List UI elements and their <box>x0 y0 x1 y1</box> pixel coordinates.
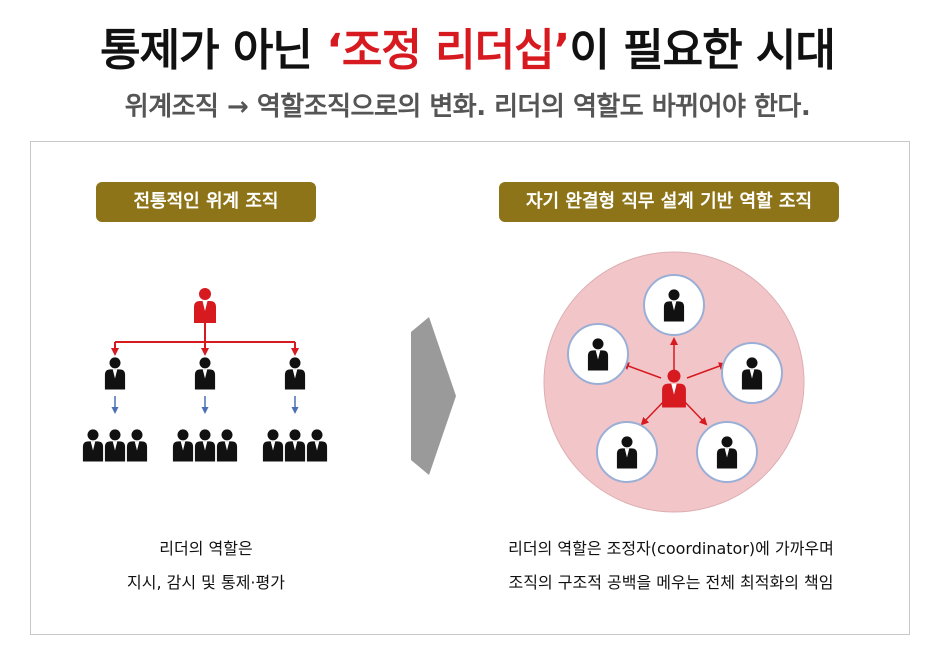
title-prefix: 통제가 아닌 <box>100 25 327 76</box>
member-node <box>643 274 705 336</box>
title-highlight: ‘조정 리더십’ <box>326 25 570 76</box>
role-organization <box>543 251 805 513</box>
member-node <box>721 342 783 404</box>
staff-group <box>82 429 148 462</box>
caption-line: 조직의 구조적 공백을 메우는 전체 최적화의 책임 <box>508 573 834 592</box>
member-node <box>567 323 629 385</box>
page-title: 통제가 아닌 ‘조정 리더십’이 필요한 시대 <box>0 14 935 78</box>
caption-line: 지시, 감시 및 통제·평가 <box>127 573 285 592</box>
hierarchy-badge: 전통적인 위계 조직 <box>96 182 316 222</box>
member-node <box>696 421 758 483</box>
hierarchy-connector <box>115 323 295 343</box>
caption-line: 리더의 역할은 조정자(coordinator)에 가까우며 <box>508 539 834 558</box>
coordination-arrows <box>621 337 727 426</box>
title-suffix: 이 필요한 시대 <box>569 25 836 76</box>
leader-icon <box>194 288 216 323</box>
member-node <box>596 421 658 483</box>
manager-icon <box>104 357 126 390</box>
transition-arrow-icon <box>411 317 456 475</box>
staff-group <box>262 429 328 462</box>
diagram-frame: 전통적인 위계 조직 자기 완결형 직무 설계 기반 역할 조직 <box>30 141 910 635</box>
manager-icon <box>284 357 306 390</box>
hierarchy-tree <box>82 288 328 462</box>
hierarchy-caption: 리더의 역할은 지시, 감시 및 통제·평가 <box>61 532 351 600</box>
org-diagram <box>82 251 805 513</box>
staff-group <box>172 429 238 462</box>
page-subtitle: 위계조직 → 역할조직으로의 변화. 리더의 역할도 바뀌어야 한다. <box>124 92 811 122</box>
role-caption: 리더의 역할은 조정자(coordinator)에 가까우며 조직의 구조적 공… <box>461 532 881 600</box>
manager-icon <box>194 357 216 390</box>
caption-line: 리더의 역할은 <box>159 539 253 558</box>
role-organization-badge: 자기 완결형 직무 설계 기반 역할 조직 <box>499 182 839 222</box>
